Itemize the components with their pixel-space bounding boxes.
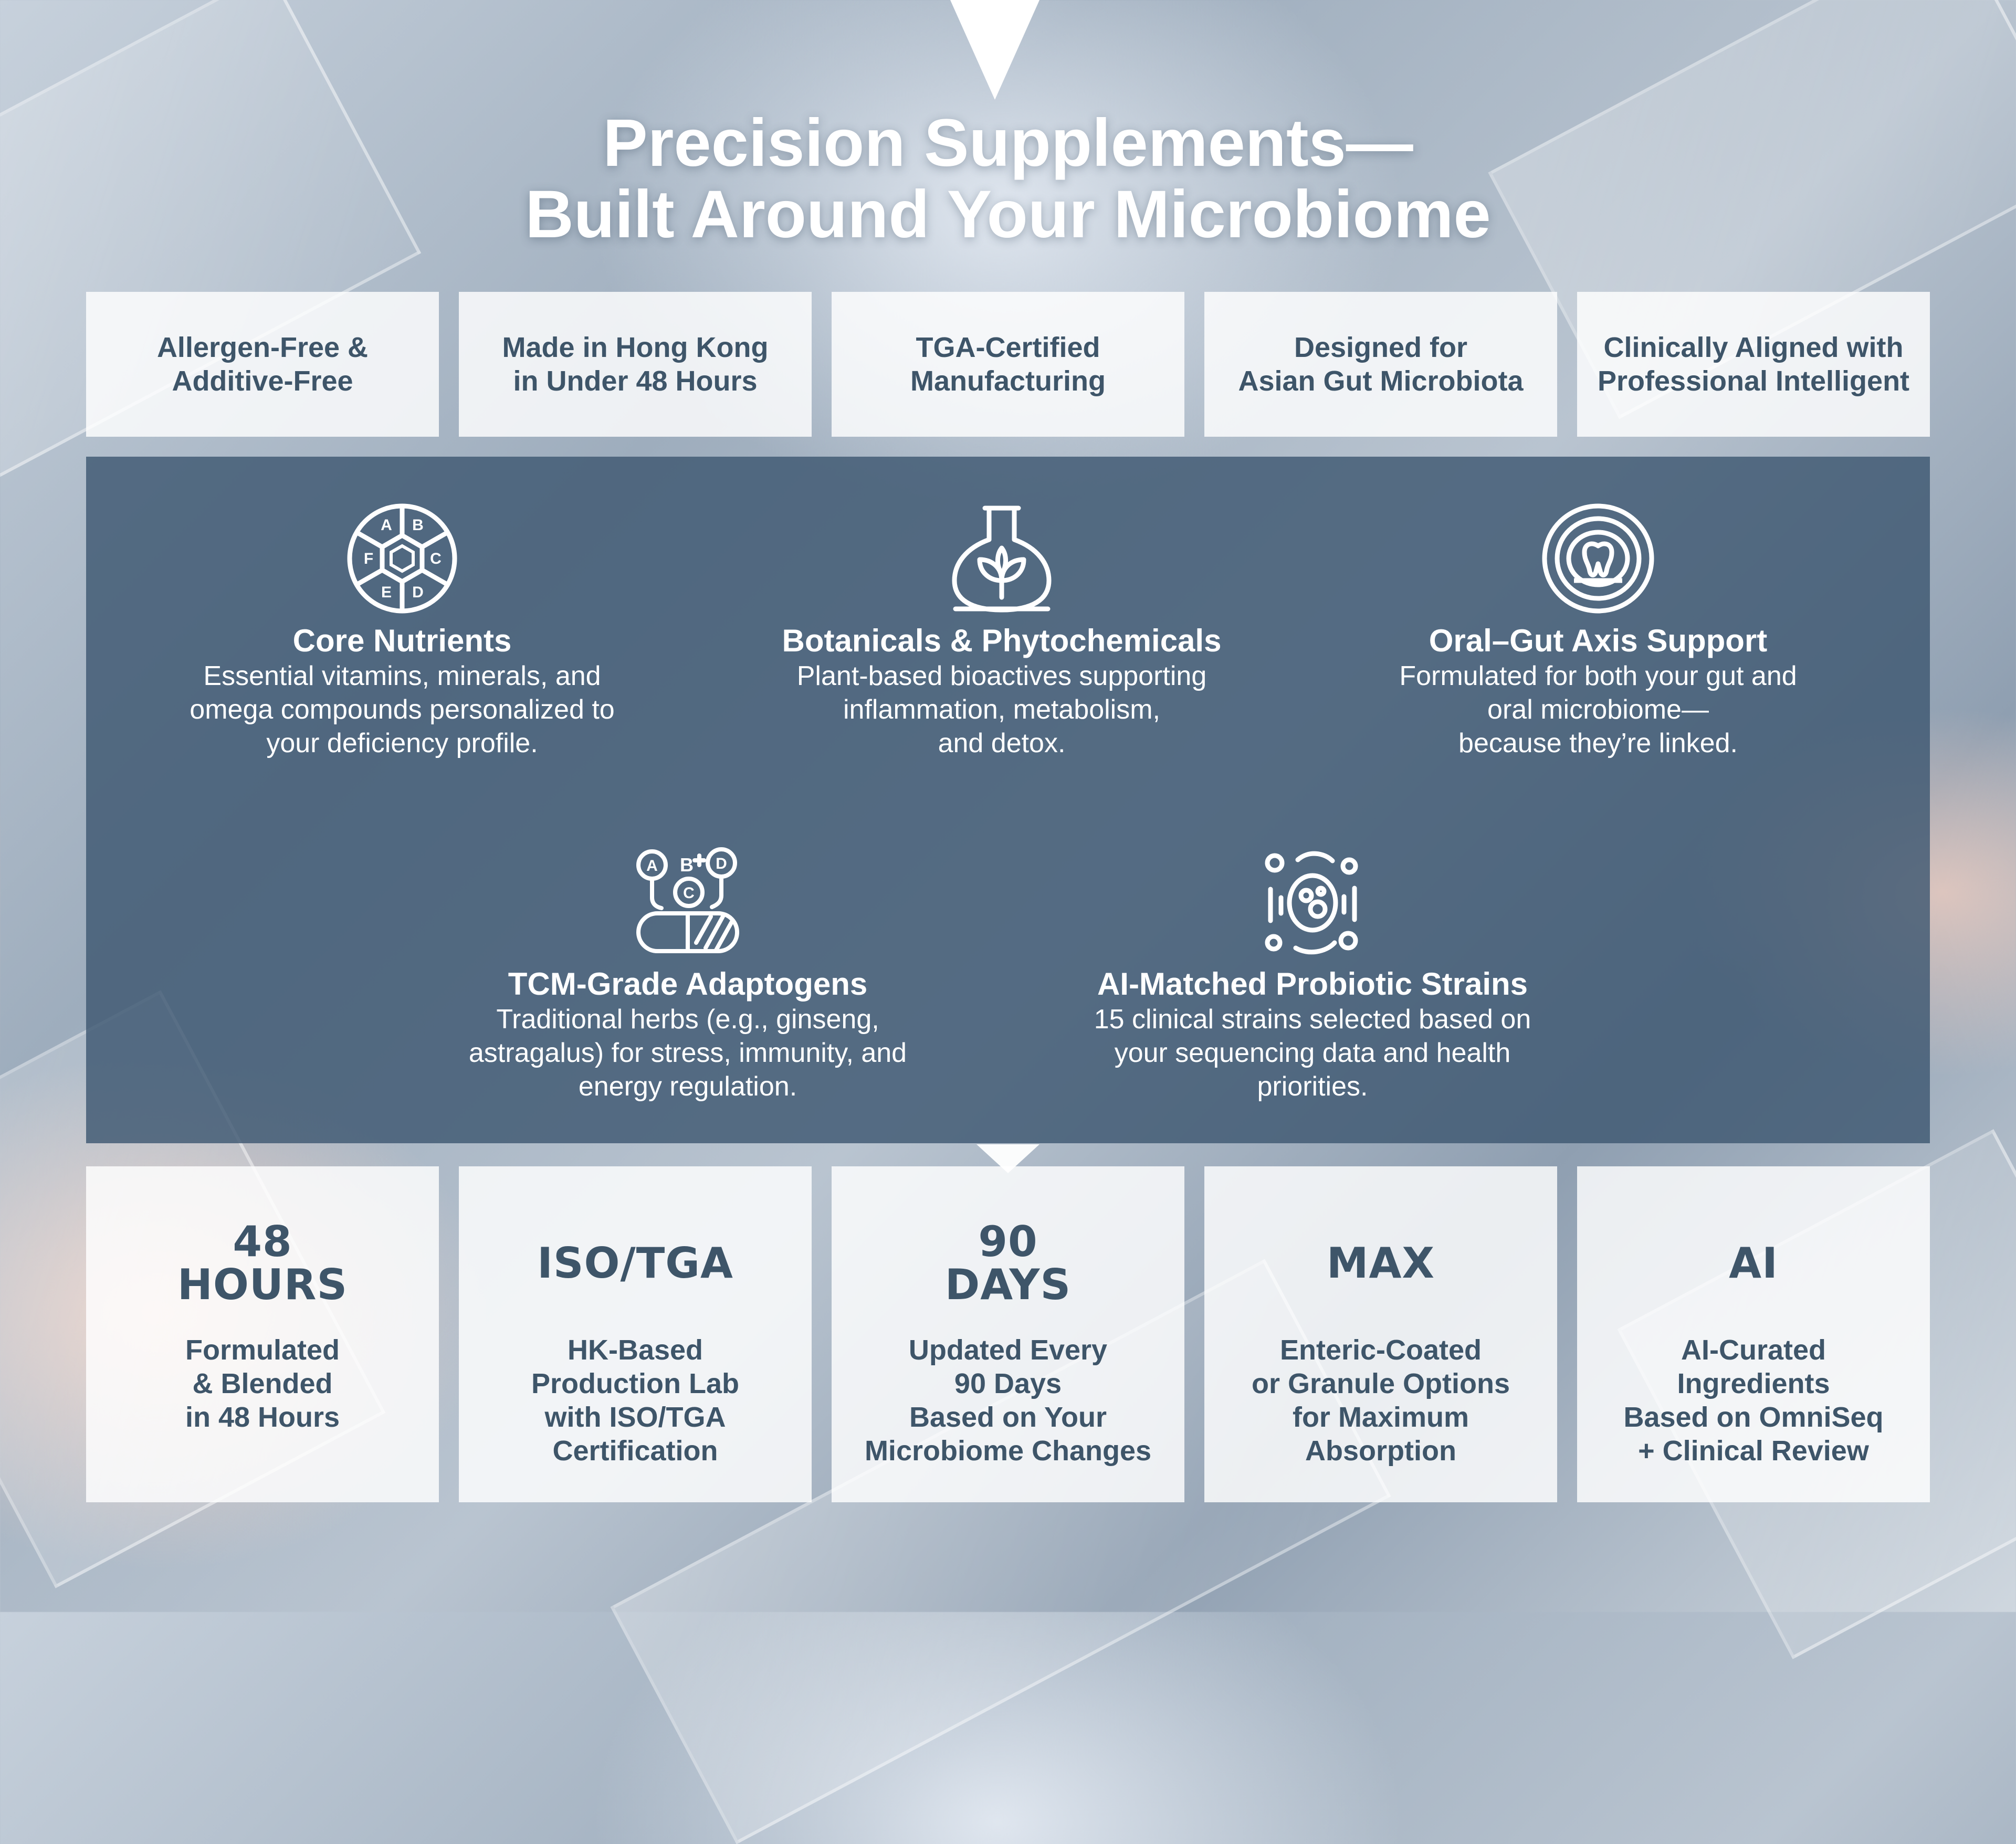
feature-oral-gut-axis: Oral–Gut Axis Support Formulated for bot… bbox=[1346, 502, 1850, 760]
feature-title: Core Nutrients bbox=[292, 623, 512, 658]
badge-asian-gut-microbiota: Designed for Asian Gut Microbiota bbox=[1204, 292, 1557, 437]
stat-description: Updated Every 90 Days Based on Your Micr… bbox=[864, 1334, 1152, 1467]
icon-letter: C bbox=[683, 884, 695, 902]
stat-description: Enteric-Coated or Granule Options for Ma… bbox=[1251, 1334, 1510, 1467]
icon-letter: B bbox=[412, 517, 424, 534]
capsule-vitamins-icon: A B C D bbox=[636, 847, 739, 953]
stat-ai: AI AI-Curated Ingredients Based on OmniS… bbox=[1577, 1166, 1930, 1502]
icon-letter: D bbox=[716, 855, 727, 872]
vitamin-hexagon-icon: A B C D E F bbox=[347, 503, 457, 614]
stat-48-hours: 48 HOURS Formulated & Blended in 48 Hour… bbox=[86, 1166, 439, 1502]
icon-letter: C bbox=[430, 550, 442, 567]
page-title-line1: Precision Supplements— bbox=[603, 106, 1413, 181]
icon-letter: E bbox=[381, 584, 392, 601]
stat-value: MAX bbox=[1326, 1239, 1435, 1288]
stats-row: 48 HOURS Formulated & Blended in 48 Hour… bbox=[86, 1166, 1930, 1502]
feature-title: TCM-Grade Adaptogens bbox=[508, 966, 868, 1002]
stat-description: AI-Curated Ingredients Based on OmniSeq … bbox=[1623, 1334, 1884, 1467]
flask-plant-icon bbox=[952, 505, 1052, 613]
badge-allergen-free: Allergen-Free & Additive-Free bbox=[86, 292, 439, 437]
top-pointer-triangle bbox=[950, 0, 1040, 100]
icon-letter: A bbox=[646, 857, 658, 874]
stat-description: Formulated & Blended in 48 Hours bbox=[185, 1334, 340, 1433]
page-title-line2: Built Around Your Microbiome bbox=[525, 177, 1491, 252]
stat-value: AI bbox=[1729, 1239, 1778, 1288]
badge-tga-certified: TGA-Certified Manufacturing bbox=[832, 292, 1184, 437]
stat-max: MAX Enteric-Coated or Granule Options fo… bbox=[1204, 1166, 1557, 1502]
stat-90-days: 90 DAYS Updated Every 90 Days Based on Y… bbox=[832, 1166, 1184, 1502]
stat-description: HK-Based Production Lab with ISO/TGA Cer… bbox=[531, 1334, 739, 1467]
feature-description: Formulated for both your gut and oral mi… bbox=[1399, 661, 1797, 758]
page-title: Precision Supplements— Built Around Your… bbox=[0, 108, 2016, 250]
badge-clinically-aligned: Clinically Aligned with Professional Int… bbox=[1577, 292, 1930, 437]
stat-value: 90 DAYS bbox=[944, 1217, 1072, 1309]
bacteria-icon bbox=[1265, 851, 1358, 955]
badge-made-in-hong-kong: Made in Hong Kong in Under 48 Hours bbox=[459, 292, 812, 437]
stat-value: ISO/TGA bbox=[537, 1239, 733, 1288]
features-panel: A B C D E F Core Nutrients Essential vit… bbox=[86, 457, 1930, 1143]
mouth-tooth-icon bbox=[1542, 503, 1654, 614]
feature-description: Traditional herbs (e.g., ginseng, astrag… bbox=[468, 1004, 907, 1102]
feature-core-nutrients: A B C D E F Core Nutrients Essential vit… bbox=[160, 502, 645, 760]
feature-title: Botanicals & Phytochemicals bbox=[782, 623, 1222, 658]
feature-description: Plant-based bioactives supporting inflam… bbox=[796, 661, 1207, 758]
feature-description: 15 clinical strains selected based on yo… bbox=[1094, 1004, 1531, 1102]
feature-description: Essential vitamins, minerals, and omega … bbox=[190, 661, 615, 758]
icon-letter: F bbox=[364, 550, 373, 567]
feature-probiotic-strains: AI-Matched Probiotic Strains 15 clinical… bbox=[1050, 845, 1575, 1103]
icon-letter: A bbox=[381, 517, 392, 534]
feature-botanicals: Botanicals & Phytochemicals Plant-based … bbox=[739, 502, 1264, 760]
feature-title: Oral–Gut Axis Support bbox=[1429, 623, 1768, 658]
stat-value: 48 HOURS bbox=[177, 1217, 348, 1309]
stat-iso-tga: ISO/TGA HK-Based Production Lab with ISO… bbox=[459, 1166, 812, 1502]
badge-row: Allergen-Free & Additive-Free Made in Ho… bbox=[86, 292, 1930, 437]
feature-title: AI-Matched Probiotic Strains bbox=[1097, 966, 1528, 1002]
feature-tcm-adaptogens: A B C D TCM-Grade Adaptogens Traditional… bbox=[425, 845, 950, 1103]
icon-letter: B bbox=[680, 854, 694, 876]
icon-letter: D bbox=[412, 584, 424, 601]
